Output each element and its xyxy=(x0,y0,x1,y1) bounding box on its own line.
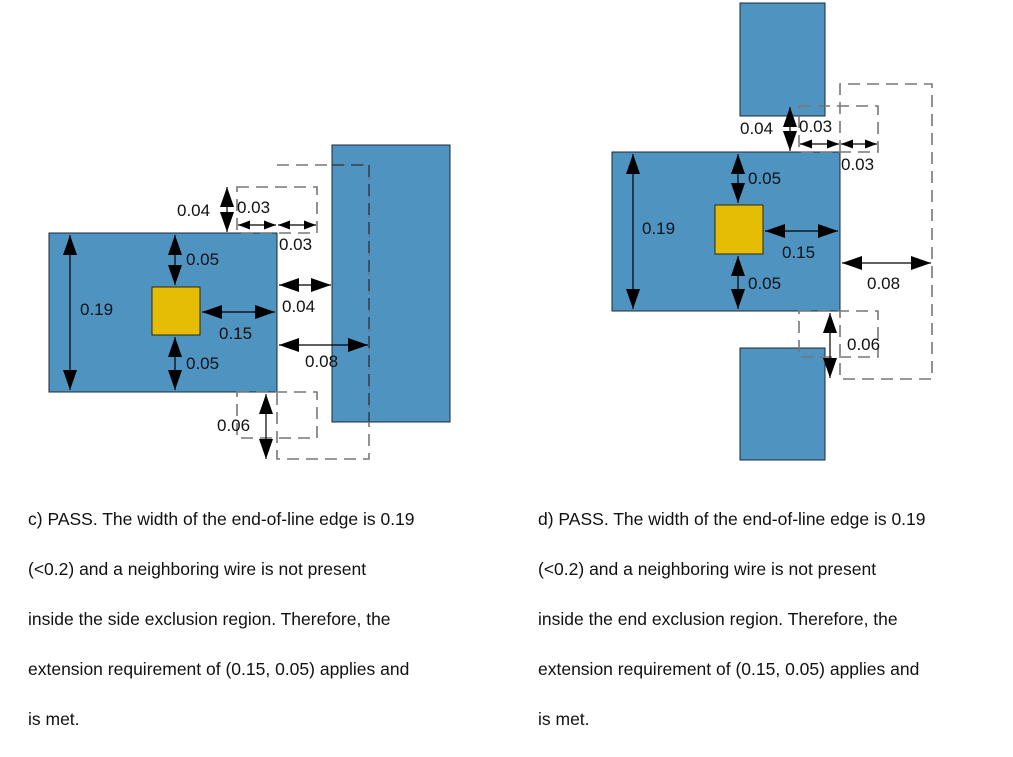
label-side-space-bottom: 0.06 xyxy=(847,335,880,354)
caption-line: is met. xyxy=(538,709,590,729)
label-eol-width: 0.19 xyxy=(80,300,113,319)
label-within-right: 0.03 xyxy=(841,155,874,174)
label-enclosure-bottom: 0.05 xyxy=(748,274,781,293)
label-enclosure-bottom: 0.05 xyxy=(186,354,219,373)
neighbor-wire-side xyxy=(331,144,451,423)
caption-line: extension requirement of (0.15, 0.05) ap… xyxy=(28,659,410,679)
caption-line: is met. xyxy=(28,709,80,729)
label-enclosure-top: 0.05 xyxy=(748,169,781,188)
caption-line: d) PASS. The width of the end-of-line ed… xyxy=(538,509,926,529)
label-within-right: 0.03 xyxy=(279,235,312,254)
label-end-space: 0.08 xyxy=(867,274,900,293)
caption-line: c) PASS. The width of the end-of-line ed… xyxy=(28,509,415,529)
label-end-space: 0.08 xyxy=(305,352,338,371)
via xyxy=(151,286,201,336)
caption-line: (<0.2) and a neighboring wire is not pre… xyxy=(538,559,877,579)
panel-c-diagram: 0.19 0.05 0.05 0.15 0.04 0.03 0.03 0.04 … xyxy=(48,144,451,460)
label-extension: 0.15 xyxy=(782,243,815,262)
panel-d-diagram: 0.19 0.05 0.05 0.15 0.04 0.03 0.03 0.08 … xyxy=(611,2,933,461)
caption-panel-c: c) PASS. The width of the end-of-line ed… xyxy=(28,482,498,757)
side-exclusion-region-top xyxy=(798,105,879,153)
label-extension: 0.15 xyxy=(219,324,252,343)
label-eol-width: 0.19 xyxy=(642,219,675,238)
neighbor-wire-top xyxy=(739,2,826,117)
label-within-left: 0.03 xyxy=(799,117,832,136)
via xyxy=(714,204,764,255)
side-exclusion-region-bottom xyxy=(236,391,318,439)
label-enclosure-top: 0.05 xyxy=(186,250,219,269)
label-neighbor-space: 0.04 xyxy=(282,297,315,316)
caption-line: extension requirement of (0.15, 0.05) ap… xyxy=(538,659,920,679)
label-side-space-top: 0.04 xyxy=(740,119,773,138)
side-exclusion-region-bottom xyxy=(798,310,879,358)
caption-panel-d: d) PASS. The width of the end-of-line ed… xyxy=(538,482,1008,757)
drc-rule-figure: 0.19 0.05 0.05 0.15 0.04 0.03 0.03 0.04 … xyxy=(48,2,933,461)
caption-line: inside the end exclusion region. Therefo… xyxy=(538,609,898,629)
side-exclusion-region-top xyxy=(236,186,318,234)
label-within-left: 0.03 xyxy=(237,198,270,217)
end-exclusion-region xyxy=(839,83,933,380)
label-side-space-top: 0.04 xyxy=(177,201,210,220)
caption-line: (<0.2) and a neighboring wire is not pre… xyxy=(28,559,367,579)
neighbor-wire-bottom xyxy=(739,347,826,461)
label-side-space-bottom: 0.06 xyxy=(217,416,250,435)
caption-line: inside the side exclusion region. Theref… xyxy=(28,609,391,629)
